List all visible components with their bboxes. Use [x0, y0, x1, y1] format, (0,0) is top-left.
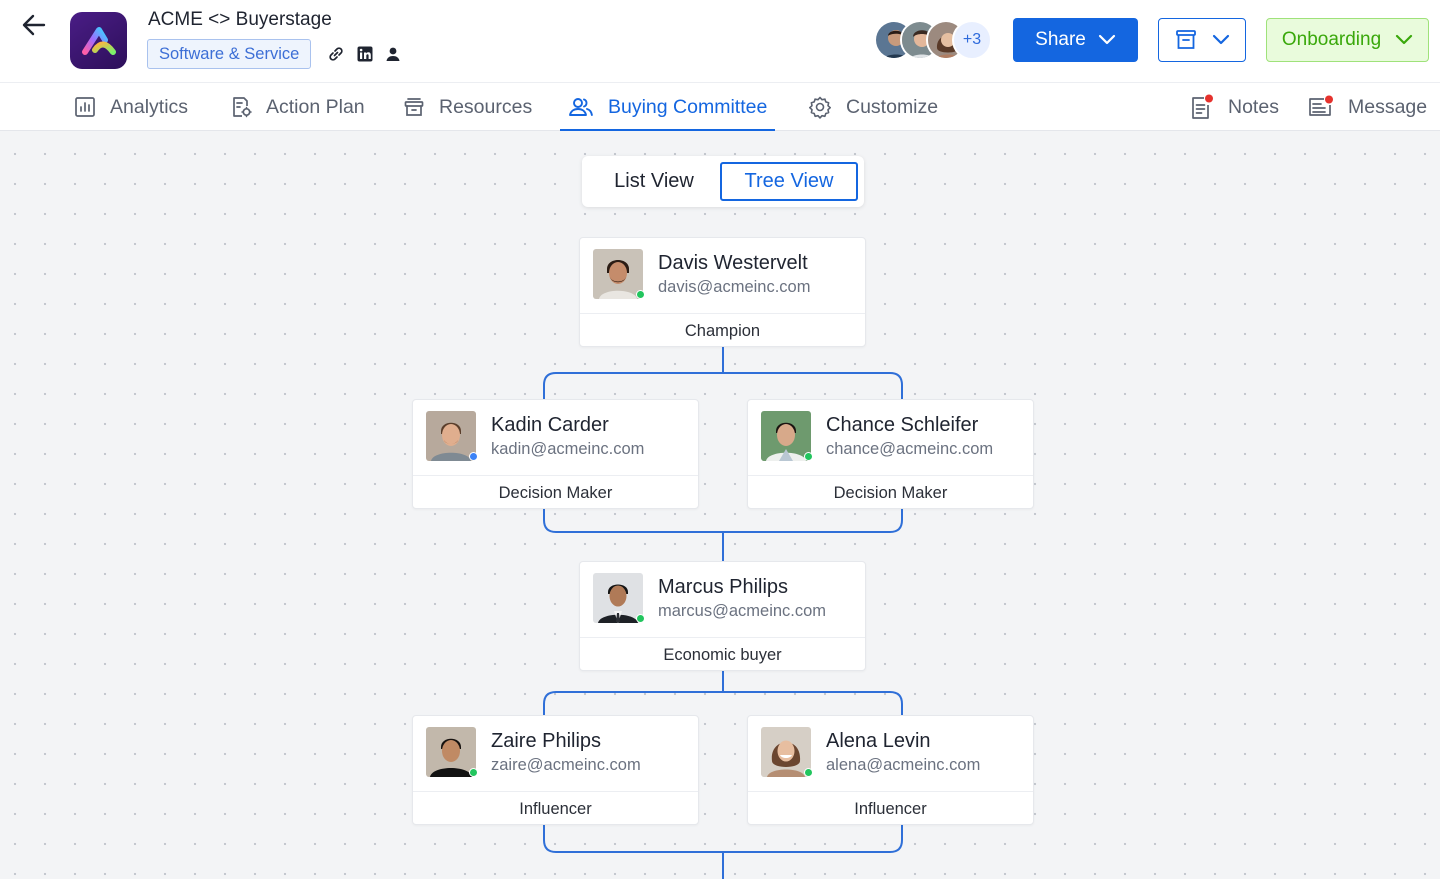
notes-icon: [1192, 94, 1213, 119]
link-icon[interactable]: [327, 45, 345, 63]
member-name: Alena Levin: [826, 730, 931, 752]
member-name: Chance Schleifer: [826, 414, 979, 436]
resources-icon: [404, 98, 424, 116]
tab-label: Action Plan: [266, 95, 365, 118]
status-away-indicator: [469, 452, 478, 461]
status-online-indicator: [636, 614, 645, 623]
member-role: Economic buyer: [580, 637, 865, 672]
action-plan-icon: [233, 97, 252, 118]
member-card[interactable]: Zaire Philips zaire@acmeinc.com Influenc…: [412, 715, 699, 825]
member-photo: [761, 411, 811, 461]
member-card[interactable]: Alena Levin alena@acmeinc.com Influencer: [747, 715, 1034, 825]
org-chart-canvas[interactable]: List View Tree View Davis Westervelt dav…: [0, 131, 1440, 879]
connector-line: [543, 372, 903, 399]
member-name: Zaire Philips: [491, 730, 602, 752]
member-name: Kadin Carder: [491, 414, 609, 436]
member-email: marcus@acmeinc.com: [658, 602, 827, 620]
member-photo: [593, 573, 643, 623]
member-role: Decision Maker: [748, 475, 1033, 510]
member-email: kadin@acmeinc.com: [491, 440, 645, 458]
analytics-icon: [75, 97, 95, 117]
buyerstage-logo: [70, 12, 127, 69]
share-button[interactable]: Share: [1013, 18, 1138, 62]
tab-label: Customize: [846, 95, 939, 118]
industry-tag[interactable]: Software & Service: [147, 39, 312, 69]
member-photo: [426, 411, 476, 461]
connector-line: [543, 824, 903, 853]
tree-connectors: [543, 347, 903, 879]
tab-action-plan[interactable]: Action Plan: [230, 83, 365, 131]
chevron-down-icon: [1212, 34, 1230, 45]
member-role: Influencer: [413, 791, 698, 826]
view-toggle: List View Tree View: [582, 156, 864, 207]
tab-analytics[interactable]: Analytics: [74, 83, 188, 131]
deal-title: ACME <> Buyerstage: [148, 9, 332, 30]
chevron-down-icon: [1098, 34, 1115, 45]
member-card[interactable]: Marcus Philips marcus@acmeinc.com Econom…: [579, 561, 866, 671]
tab-notes[interactable]: Notes: [1190, 83, 1279, 131]
tab-label: Analytics: [110, 95, 189, 118]
tab-label: Message: [1348, 95, 1428, 118]
member-card[interactable]: Chance Schleifer chance@acmeinc.com Deci…: [747, 399, 1034, 509]
member-role: Decision Maker: [413, 475, 698, 510]
tab-resources[interactable]: Resources: [403, 83, 532, 131]
tab-buying-committee[interactable]: Buying Committee: [559, 83, 776, 132]
member-photo: [426, 727, 476, 777]
archive-dropdown-button[interactable]: [1158, 18, 1246, 62]
member-card[interactable]: Kadin Carder kadin@acmeinc.com Decision …: [412, 399, 699, 509]
deal-stage-dropdown[interactable]: Onboarding: [1266, 18, 1429, 62]
message-icon: [1309, 95, 1333, 116]
tab-label: Resources: [439, 95, 533, 118]
share-button-label: Share: [1035, 29, 1086, 50]
member-role: Influencer: [748, 791, 1033, 826]
users-icon: [569, 98, 593, 116]
member-photo: [761, 727, 811, 777]
status-online-indicator: [804, 768, 813, 777]
member-role: Champion: [580, 313, 865, 348]
gear-icon: [809, 96, 831, 119]
member-photo: [593, 249, 643, 299]
tab-message[interactable]: Message: [1308, 83, 1427, 131]
list-view-button[interactable]: List View: [614, 170, 694, 192]
member-email: chance@acmeinc.com: [826, 440, 994, 458]
person-icon[interactable]: [384, 45, 402, 63]
member-card[interactable]: Davis Westervelt davis@acmeinc.com Champ…: [579, 237, 866, 347]
status-online-indicator: [804, 452, 813, 461]
member-email: zaire@acmeinc.com: [491, 756, 641, 774]
member-name: Marcus Philips: [658, 576, 789, 598]
connector-line: [543, 508, 903, 533]
chevron-down-icon: [1396, 34, 1413, 45]
connector-line: [543, 691, 903, 715]
tab-bar: Analytics Action Plan Resources Buying C…: [0, 82, 1440, 132]
app-header: ACME <> Buyerstage Software & Service +3…: [0, 0, 1440, 82]
linkedin-icon[interactable]: [356, 45, 374, 63]
tab-customize[interactable]: Customize: [808, 83, 938, 131]
member-email: alena@acmeinc.com: [826, 756, 981, 774]
member-email: davis@acmeinc.com: [658, 278, 811, 296]
archive-icon: [1176, 30, 1196, 49]
back-arrow-icon[interactable]: [20, 11, 48, 39]
more-collaborators-badge[interactable]: +3: [952, 20, 992, 60]
member-name: Davis Westervelt: [658, 252, 808, 274]
status-online-indicator: [636, 290, 645, 299]
status-online-indicator: [469, 768, 478, 777]
collaborator-avatars[interactable]: +3: [874, 20, 994, 60]
tree-view-button[interactable]: Tree View: [720, 162, 858, 201]
deal-stage-label: Onboarding: [1281, 29, 1382, 50]
tab-label: Buying Committee: [608, 95, 768, 118]
tab-label: Notes: [1228, 95, 1279, 118]
